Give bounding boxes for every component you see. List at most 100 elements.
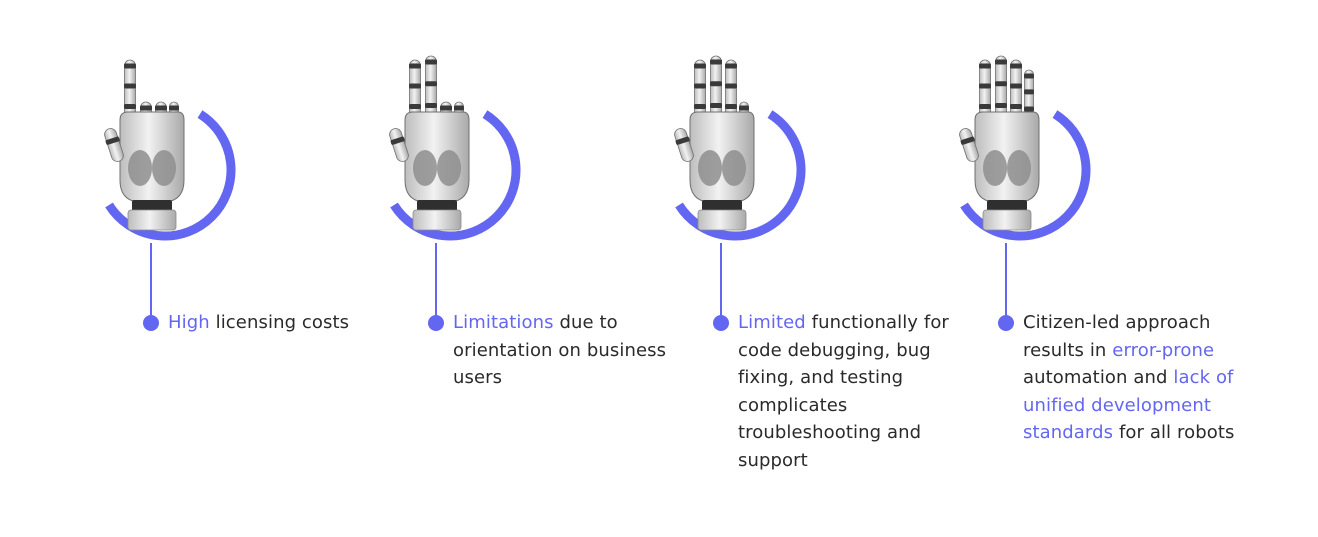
raised-finger <box>694 59 706 123</box>
finger-joint <box>140 105 152 111</box>
finger-joint <box>995 103 1007 108</box>
item-text: High licensing costs <box>168 309 390 337</box>
bullet-dot <box>713 315 729 331</box>
wrist-base <box>697 209 747 231</box>
thumb-segment <box>389 128 409 162</box>
drawback-item: High licensing costs <box>85 0 385 537</box>
drawback-item: Limited functionally for code debugging,… <box>655 0 955 537</box>
connector-line <box>435 243 437 322</box>
finger-joint <box>995 81 1007 87</box>
thumb-segment <box>104 128 124 162</box>
text-segment: Citizen-led approach results in <box>1023 312 1211 361</box>
text-segment: functionally for code debugging, bug fix… <box>738 312 949 471</box>
thumb-joint <box>675 136 690 145</box>
finger-joint <box>124 63 136 69</box>
finger-joint <box>694 104 706 109</box>
finger-joint <box>1024 89 1034 95</box>
finger-joint <box>725 63 737 69</box>
bullet-dot <box>428 315 444 331</box>
finger-joint <box>739 105 749 111</box>
thumb <box>959 128 979 162</box>
wrist-band <box>132 200 172 212</box>
text-segment: Limited <box>738 312 806 333</box>
robotic-hand-icon <box>674 55 755 231</box>
thumb-segment <box>959 128 979 162</box>
palm <box>119 111 185 203</box>
finger-joint <box>124 104 136 109</box>
finger-joint <box>725 83 737 89</box>
finger-joint <box>1010 63 1022 69</box>
finger-joint <box>725 104 737 109</box>
raised-finger <box>710 55 722 123</box>
finger-joint <box>409 63 421 69</box>
finger-joint <box>979 63 991 69</box>
drawback-item: Citizen-led approach results in error-pr… <box>940 0 1240 537</box>
text-segment: due to orientation on business users <box>453 312 667 389</box>
finger-joint <box>409 104 421 109</box>
finger-joint <box>979 83 991 89</box>
thumb-segment <box>674 128 694 162</box>
raised-finger <box>979 59 991 123</box>
wrist-base <box>412 209 462 231</box>
finger-joint <box>710 81 722 87</box>
text-segment: lack of unified development standards <box>1023 367 1234 444</box>
raised-finger <box>124 59 136 123</box>
item-text: Limitations due to orientation on busine… <box>453 309 675 392</box>
finger-joint <box>694 83 706 89</box>
connector-line <box>150 243 152 322</box>
finger-joint <box>694 63 706 69</box>
finger-joint <box>710 103 722 108</box>
palm-pad <box>698 150 722 186</box>
palm-pad <box>1007 150 1031 186</box>
finger-joint <box>409 83 421 89</box>
finger-joint <box>155 105 167 111</box>
wrist-band <box>987 200 1027 212</box>
robotic-hand-icon <box>959 55 1040 231</box>
finger-joint <box>1010 104 1022 109</box>
wrist-band <box>417 200 457 212</box>
finger-joint <box>454 105 464 111</box>
text-segment: error-prone <box>1112 339 1215 361</box>
item-text: Citizen-led approach results in error-pr… <box>1023 309 1245 447</box>
connector-line <box>1005 243 1007 322</box>
wrist-base <box>127 209 177 231</box>
thumb <box>104 128 124 162</box>
palm-pad <box>983 150 1007 186</box>
connector-line <box>720 243 722 322</box>
text-segment: for all robots <box>1113 422 1235 444</box>
palm-pad <box>152 150 176 186</box>
finger-joint <box>995 59 1007 65</box>
finger-joint <box>425 81 437 87</box>
thumb <box>674 128 694 162</box>
palm-pad <box>722 150 746 186</box>
palm <box>404 111 470 203</box>
raised-finger <box>1010 59 1022 123</box>
robotic-hand-icon <box>389 55 470 231</box>
item-text: Limited functionally for code debugging,… <box>738 309 960 475</box>
finger-joint <box>124 83 136 89</box>
bullet-dot <box>143 315 159 331</box>
thumb-joint <box>390 136 405 145</box>
finger-joint <box>979 104 991 109</box>
text-segment: Limitations <box>453 312 554 333</box>
palm <box>974 111 1040 203</box>
raised-finger <box>425 55 437 123</box>
robotic-hand-icon <box>104 59 185 231</box>
bullet-dot <box>998 315 1014 331</box>
finger-joint <box>710 59 722 65</box>
wrist-base <box>982 209 1032 231</box>
finger-joint <box>1010 83 1022 89</box>
palm <box>689 111 755 203</box>
finger-joint <box>440 105 452 111</box>
text-segment: High <box>168 312 210 333</box>
drawback-item: Limitations due to orientation on busine… <box>370 0 670 537</box>
thumb-joint <box>960 136 975 145</box>
palm-pad <box>437 150 461 186</box>
finger-joint <box>169 105 179 111</box>
palm-pad <box>413 150 437 186</box>
thumb <box>389 128 409 162</box>
finger-joint <box>1024 73 1034 79</box>
raised-finger <box>409 59 421 123</box>
text-segment: licensing costs <box>209 312 350 333</box>
raised-finger <box>995 55 1007 123</box>
